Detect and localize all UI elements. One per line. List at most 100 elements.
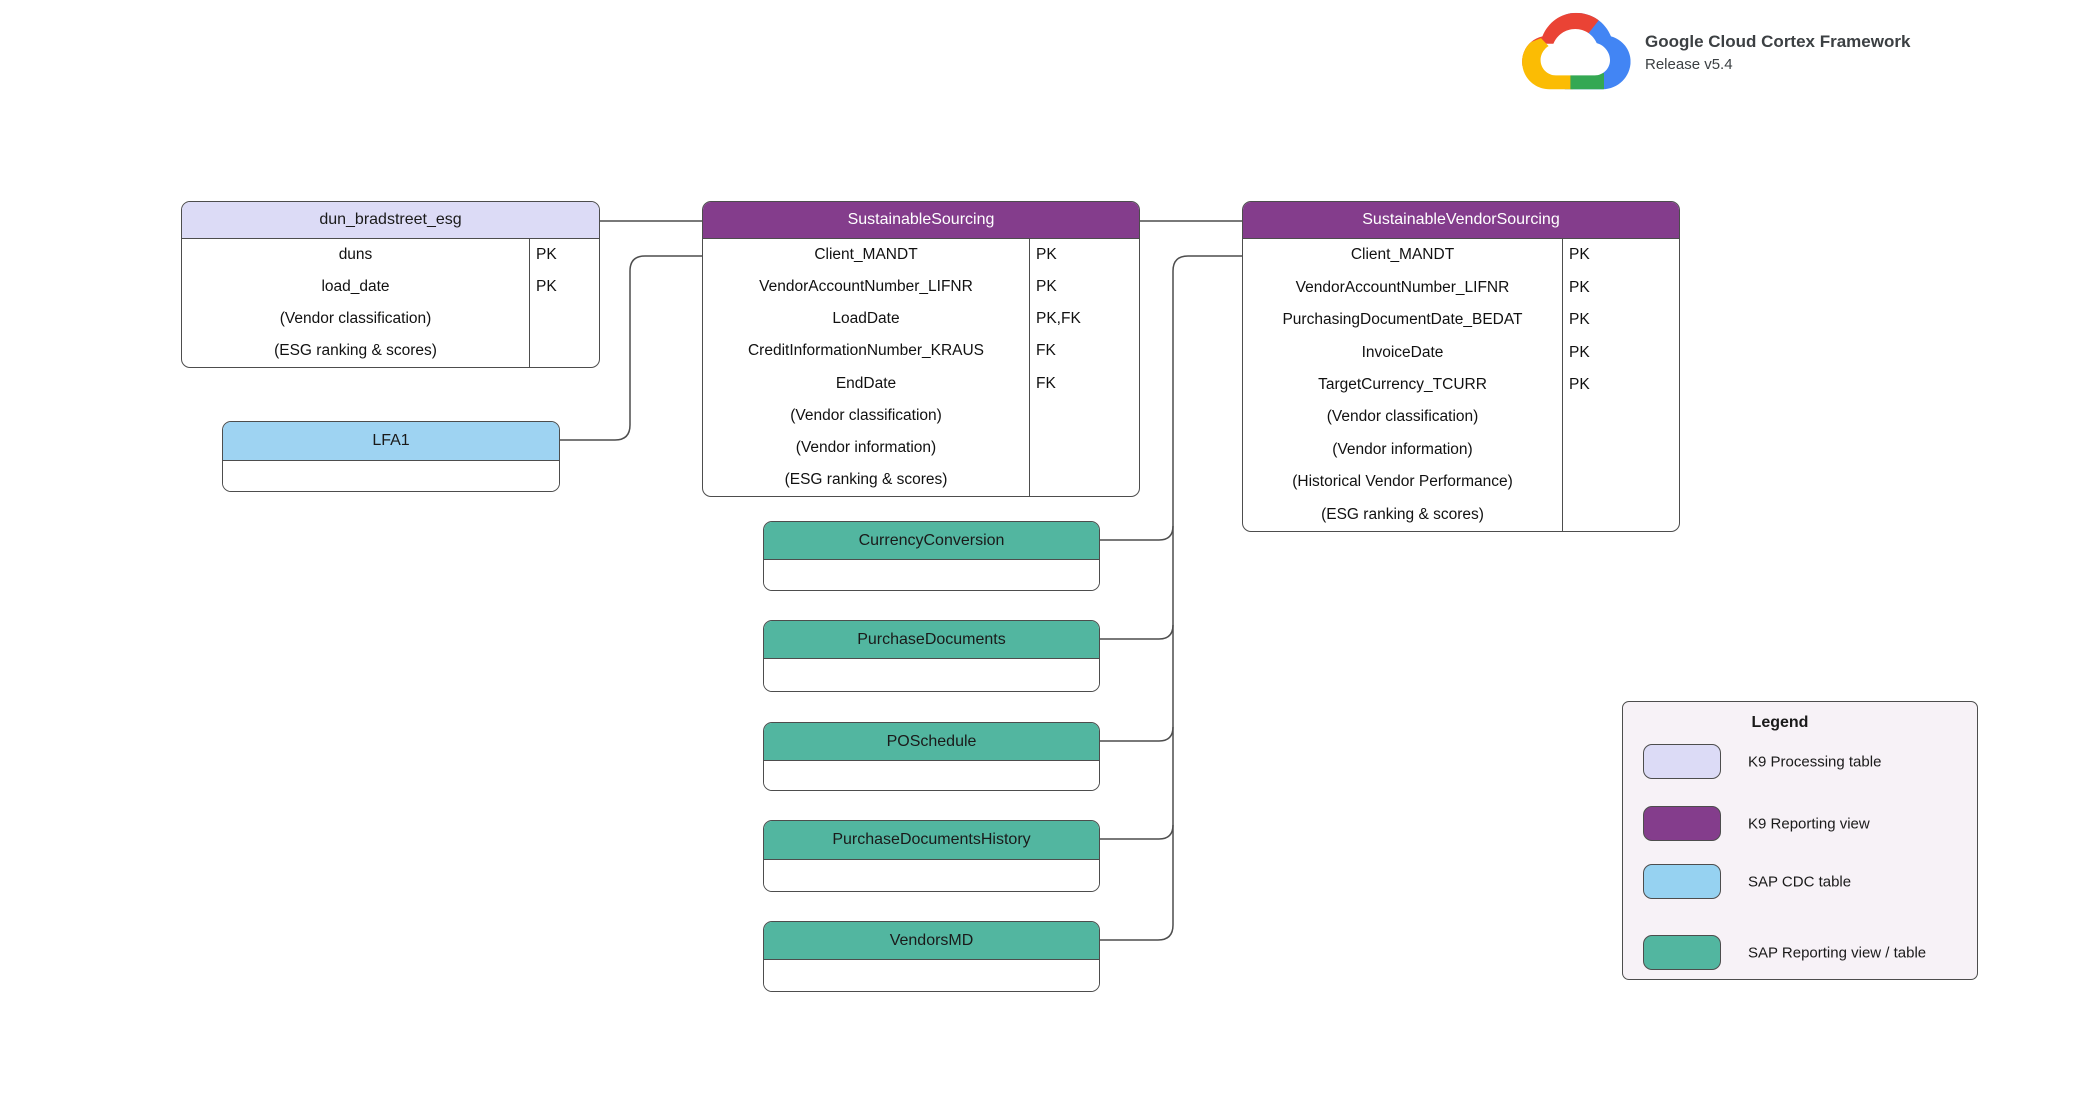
table-row: (Historical Vendor Performance)	[1243, 466, 1679, 499]
field-key: PK	[1562, 368, 1679, 402]
legend-item: K9 Processing table	[1623, 744, 1977, 779]
connector-purchase-documents-branch	[1100, 624, 1174, 640]
entity-title: PurchaseDocumentsHistory	[764, 821, 1099, 860]
field-name: (ESG ranking & scores)	[274, 342, 437, 359]
google-cloud-logo-icon	[1522, 12, 1631, 90]
legend-title: Legend	[1751, 714, 1809, 731]
legend-label: SAP Reporting view / table	[1748, 944, 1927, 961]
empty-body	[764, 860, 1099, 891]
field-key: PK,FK	[1029, 303, 1139, 336]
field-name: (Vendor classification)	[1326, 408, 1479, 426]
field-key	[1562, 433, 1679, 467]
field-key	[529, 335, 599, 367]
empty-body	[223, 461, 559, 491]
table-row: (ESG ranking & scores)	[182, 335, 599, 367]
table-row: Client_MANDT PK	[703, 239, 1139, 272]
table-row: load_date PK	[182, 271, 599, 303]
entity-title: PurchaseDocuments	[764, 621, 1099, 659]
table-row: duns PK	[182, 239, 599, 271]
field-name: load_date	[321, 278, 390, 295]
table-sustainable-sourcing: SustainableSourcing Client_MANDT PK Vend…	[702, 201, 1140, 497]
legend: Legend K9 Processing table K9 Reporting …	[1622, 701, 1978, 980]
table-row: PurchasingDocumentDate_BEDAT PK	[1243, 303, 1679, 337]
legend-swatch-k9-processing-table	[1643, 744, 1721, 779]
field-name: (Vendor classification)	[790, 406, 942, 424]
table-lfa1: LFA1	[222, 421, 560, 492]
table-vendors-md: VendorsMD	[763, 921, 1100, 992]
table-row: (Vendor classification)	[182, 303, 599, 335]
field-name: EndDate	[835, 374, 897, 392]
table-row: Client_MANDT PK	[1243, 239, 1679, 272]
legend-item: SAP CDC table	[1623, 864, 1977, 899]
table-po-schedule: POSchedule	[763, 722, 1100, 791]
legend-item: SAP Reporting view / table	[1623, 935, 1977, 970]
table-row: (Vendor information)	[703, 431, 1139, 464]
entity-title: LFA1	[223, 422, 559, 461]
legend-label: K9 Processing table	[1748, 753, 1882, 770]
app-title: Google Cloud Cortex Framework	[1645, 32, 1911, 51]
field-name: Client_MANDT	[814, 246, 918, 264]
release-version: Release v5.4	[1645, 56, 1733, 73]
field-key	[1562, 498, 1679, 531]
table-row: VendorAccountNumber_LIFNR PK	[703, 271, 1139, 304]
table-row: VendorAccountNumber_LIFNR PK	[1243, 271, 1679, 304]
field-key	[1029, 431, 1139, 464]
field-key: PK	[529, 271, 599, 303]
entity-title: SustainableSourcing	[703, 202, 1139, 239]
connector-po-schedule-branch	[1100, 726, 1174, 742]
field-name: duns	[338, 246, 373, 263]
field-key: PK	[1562, 303, 1679, 337]
field-key	[529, 303, 599, 335]
legend-label: SAP CDC table	[1748, 873, 1852, 890]
field-name: (Historical Vendor Performance)	[1292, 473, 1513, 491]
field-name: (Vendor information)	[795, 438, 937, 456]
entity-title: dun_bradstreet_esg	[182, 202, 599, 239]
table-purchase-documents: PurchaseDocuments	[763, 620, 1100, 692]
entity-title: POSchedule	[764, 723, 1099, 761]
field-key	[1562, 401, 1679, 434]
connector-vendor-sourcing-to-vendorsmd	[1100, 255, 1242, 941]
field-name: Client_MANDT	[1350, 246, 1455, 264]
field-name: (Vendor classification)	[279, 310, 432, 327]
field-key: PK	[1562, 271, 1679, 304]
field-key: FK	[1029, 335, 1139, 368]
connector-lfa1-to-sustainable-sourcing	[560, 255, 702, 441]
legend-item: K9 Reporting view	[1623, 806, 1977, 841]
entity-title: VendorsMD	[764, 922, 1099, 960]
field-key: PK	[1029, 271, 1139, 304]
table-row: CreditInformationNumber_KRAUS FK	[703, 335, 1139, 368]
table-currency-conversion: CurrencyConversion	[763, 521, 1100, 591]
table-row: (ESG ranking & scores)	[1243, 498, 1679, 531]
field-name: VendorAccountNumber_LIFNR	[1295, 278, 1510, 296]
table-row: (Vendor classification)	[703, 399, 1139, 432]
field-key	[1562, 466, 1679, 499]
table-purchase-documents-history: PurchaseDocumentsHistory	[763, 820, 1100, 892]
field-name: (ESG ranking & scores)	[784, 470, 948, 488]
legend-swatch-k9-reporting-view	[1643, 806, 1721, 841]
field-name: PurchasingDocumentDate_BEDAT	[1282, 311, 1523, 329]
entity-title: CurrencyConversion	[764, 522, 1099, 560]
empty-body	[764, 960, 1099, 991]
field-name: (Vendor information)	[1332, 440, 1473, 458]
table-sustainable-vendor-sourcing: SustainableVendorSourcing Client_MANDT P…	[1242, 201, 1680, 532]
table-dun-bradstreet-esg: dun_bradstreet_esg duns PK load_date PK …	[181, 201, 600, 368]
empty-body	[764, 659, 1099, 691]
legend-swatch-sap-cdc-table	[1643, 864, 1721, 899]
field-name: TargetCurrency_TCURR	[1318, 375, 1487, 393]
field-name: LoadDate	[832, 310, 900, 328]
field-key	[1029, 399, 1139, 432]
connector-currency-conversion-branch	[1100, 525, 1174, 541]
entity-title: SustainableVendorSourcing	[1243, 202, 1679, 239]
field-name: (ESG ranking & scores)	[1321, 505, 1484, 523]
table-row: InvoiceDate PK	[1243, 336, 1679, 369]
field-name: CreditInformationNumber_KRAUS	[747, 342, 985, 360]
table-row: LoadDate PK,FK	[703, 303, 1139, 336]
empty-body	[764, 560, 1099, 590]
connector-purchase-documents-history-branch	[1100, 824, 1174, 840]
field-key	[1029, 463, 1139, 496]
field-key: PK	[1562, 336, 1679, 369]
field-name: VendorAccountNumber_LIFNR	[759, 278, 973, 296]
field-key: PK	[1562, 239, 1679, 272]
